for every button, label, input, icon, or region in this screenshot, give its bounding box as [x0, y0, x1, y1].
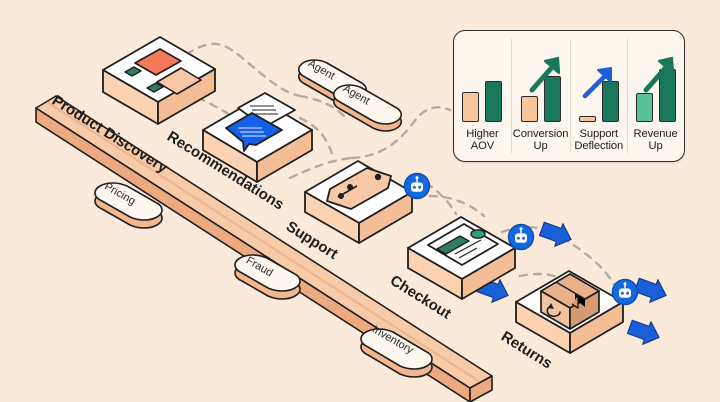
- side-chip-inventory[interactable]: [360, 328, 433, 378]
- metric-label-line-2: Up: [533, 140, 548, 153]
- metric-label-line-2: AOV: [470, 140, 495, 153]
- arrow-returns-down: [626, 319, 660, 345]
- chat-bubbles-icon: [225, 92, 296, 152]
- return-box-icon: [540, 273, 600, 330]
- node-product-discovery[interactable]: [102, 36, 216, 125]
- outcome-arrows: [475, 221, 667, 345]
- side-chip-fraud[interactable]: [234, 254, 301, 300]
- metric-label-revenue-up: Revenue Up: [634, 128, 678, 153]
- agent-badge-returns[interactable]: [611, 278, 639, 306]
- metric-bar-after: [485, 80, 503, 122]
- arrow-returns-out: [633, 277, 667, 303]
- product-grid-screen-icon: [124, 48, 202, 95]
- agent-badge-support[interactable]: [403, 172, 431, 200]
- metric-label-line-2: Up: [648, 140, 663, 153]
- metric-bars-higher-aov: [456, 56, 509, 122]
- node-returns[interactable]: [515, 270, 624, 354]
- side-chip-pricing[interactable]: [94, 182, 163, 229]
- metric-bars-revenue-up: [629, 56, 682, 122]
- metric-bar-after: [601, 80, 619, 122]
- agent-badge-checkout[interactable]: [507, 223, 535, 251]
- arrow-checkout-out: [538, 221, 572, 247]
- metric-bar-after: [658, 68, 676, 122]
- metric-panel-higher-aov: Higher AOV: [454, 31, 511, 161]
- metric-panel-revenue-up: Revenue Up: [627, 31, 684, 161]
- checkout-screen-icon: [427, 223, 499, 266]
- node-checkout[interactable]: [407, 216, 516, 300]
- metric-label-line-2: Deflection: [574, 140, 624, 153]
- node-support[interactable]: [304, 160, 413, 244]
- node-recommendations[interactable]: [202, 92, 313, 183]
- metric-panel-conversion-up: Conversion Up: [510, 31, 571, 161]
- metric-bar-before: [578, 115, 596, 122]
- metric-bars-support-deflection: [572, 56, 625, 122]
- outcomes-metrics-card: Higher AOV Conversion Up: [453, 30, 685, 162]
- metric-bar-before: [462, 91, 480, 122]
- metric-label-line-1: Revenue: [633, 127, 678, 140]
- metric-label-conversion-up: Conversion Up: [513, 128, 569, 153]
- discount-tag-icon: [326, 167, 392, 210]
- metric-label-line-1: Conversion: [512, 127, 569, 140]
- metric-bars-conversion-up: [513, 56, 569, 122]
- metric-bar-after: [543, 75, 561, 122]
- metric-label-line-1: Higher: [466, 127, 499, 140]
- metric-label-support-deflection: Support Deflection: [574, 128, 623, 153]
- metric-bar-before: [635, 92, 653, 122]
- metric-bar-before: [520, 95, 538, 122]
- agent-pill-2[interactable]: [332, 84, 403, 132]
- metric-label-line-1: Support: [579, 127, 619, 140]
- metric-label-higher-aov: Higher AOV: [466, 128, 498, 153]
- metric-panel-support-deflection: Support Deflection: [570, 31, 627, 161]
